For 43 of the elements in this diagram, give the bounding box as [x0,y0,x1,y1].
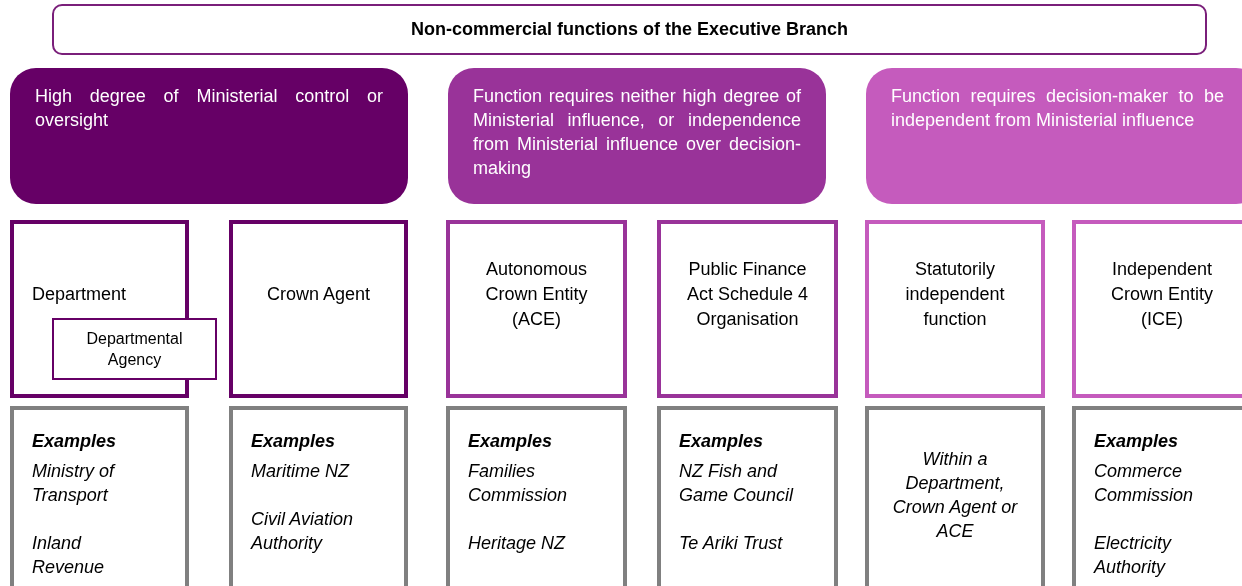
example-text: Families Commission [468,460,569,507]
examples-box [229,406,408,586]
example-text: Heritage NZ [468,532,567,555]
examples-heading: Examples [679,430,765,453]
examples-heading: Examples [468,430,554,453]
examples-heading: Examples [1094,430,1180,453]
example-text: NZ Fish and Game Council [679,460,795,507]
example-text: Ministry of Transport [32,460,117,507]
category-text: High degree of Ministerial control or oversight [35,85,383,132]
entity-box [229,220,408,398]
examples-box [446,406,627,586]
entity-name: Public Finance Act Schedule 4 Organisation [685,257,810,331]
entity-name: Crown Agent [265,282,372,306]
entity-box [446,220,627,398]
entity-box [52,318,217,380]
examples-box [10,406,189,586]
example-text: Electricity Authority [1094,532,1173,579]
examples-box [657,406,838,586]
entity-name: Independent Crown Entity (ICE) [1109,257,1214,331]
example-text: Within a Department, Crown Agent or ACE [891,448,1019,543]
examples-heading: Examples [251,430,337,453]
examples-heading: Examples [32,430,118,453]
example-text: Maritime NZ [251,460,351,483]
examples-box [865,406,1045,586]
example-text: Inland Revenue [32,532,106,579]
category-text: Function requires neither high degree of Ministerial influence, or independence from Ministerial influence over decision-making [473,85,801,180]
entity-name: Department [32,282,128,306]
examples-box [1072,406,1242,586]
category-band [10,68,408,204]
entity-box [1072,220,1242,398]
entity-name: Autonomous Crown Entity (ACE) [484,257,589,331]
example-text: Civil Aviation Authority [251,508,355,555]
category-band [448,68,826,204]
example-text: Commerce Commission [1094,460,1195,507]
entity-name: Departmental Agency [85,329,184,370]
example-text: Te Ariki Trust [679,532,784,555]
category-band [866,68,1242,204]
entity-box [657,220,838,398]
title-box [52,4,1207,55]
entity-box [865,220,1045,398]
category-text: Function requires decision-maker to be independent from Ministerial influence [891,85,1224,132]
heading-text: Non-commercial functions of the Executive Branch [410,19,849,40]
entity-name: Statutorily independent function [904,257,1006,331]
